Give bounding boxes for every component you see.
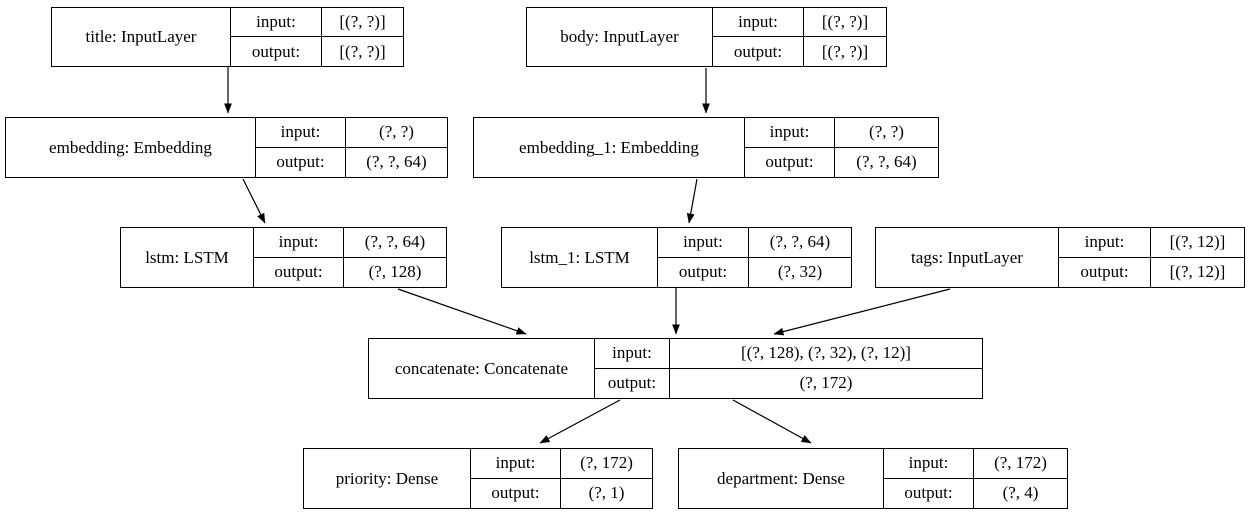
output-shape: (?, ?, 64) [856, 152, 917, 172]
input-label: input: [595, 339, 670, 369]
output-label: output: [713, 37, 804, 66]
output-shape: (?, 32) [777, 262, 823, 282]
input-shape: (?, 172) [561, 449, 652, 479]
input-label: input: [884, 449, 974, 479]
input-shape: [(?, 128), (?, 32), (?, 12)] [670, 339, 982, 369]
output-shape: (?, ?, 64) [366, 152, 427, 172]
layer-name: lstm_1: LSTM [502, 228, 658, 287]
output-label: output: [745, 147, 835, 177]
input-shape: [(?, ?)] [804, 8, 886, 37]
output-shape: (?, 128) [368, 262, 422, 282]
input-label: input: [713, 8, 804, 37]
output-label: output: [1059, 257, 1151, 287]
input-label: input: [745, 118, 835, 148]
layer-node-body: body: InputLayer input: [(?, ?)] output:… [526, 7, 887, 67]
input-label: input: [471, 449, 561, 479]
output-label: output: [471, 478, 561, 508]
input-label: input: [256, 118, 346, 148]
layer-node-title: title: InputLayer input: [(?, ?)] output… [51, 7, 404, 67]
output-shape: (?, 172) [799, 373, 853, 393]
layer-name: tags: InputLayer [876, 228, 1059, 287]
input-shape: (?, ?, 64) [749, 228, 851, 258]
output-label: output: [658, 257, 749, 287]
layer-node-concatenate: concatenate: Concatenate input: [(?, 128… [368, 338, 983, 399]
input-shape: (?, ?) [346, 118, 447, 148]
edge-embedding-lstm [242, 178, 266, 224]
output-shape: (?, 4) [1002, 483, 1039, 503]
output-shape: [(?, 12)] [1169, 262, 1226, 282]
edge-embedding_1-lstm_1 [686, 178, 698, 224]
output-label: output: [595, 368, 670, 398]
output-label: output: [254, 257, 344, 287]
layer-node-embedding_1: embedding_1: Embedding input: (?, ?) out… [473, 117, 939, 178]
output-label: output: [231, 37, 322, 66]
input-shape: [(?, 12)] [1151, 228, 1244, 258]
layer-name: concatenate: Concatenate [369, 339, 595, 398]
layer-node-tags: tags: InputLayer input: [(?, 12)] output… [875, 227, 1245, 288]
layer-name: body: InputLayer [527, 8, 713, 66]
input-label: input: [658, 228, 749, 258]
layer-node-lstm: lstm: LSTM input: (?, ?, 64) output: (?,… [120, 227, 447, 288]
layer-node-embedding: embedding: Embedding input: (?, ?) outpu… [5, 117, 448, 178]
output-shape: (?, 1) [588, 483, 625, 503]
edge-concatenate-department [732, 399, 812, 444]
input-label: input: [254, 228, 344, 258]
output-label: output: [256, 147, 346, 177]
layer-name: lstm: LSTM [121, 228, 254, 287]
input-label: input: [231, 8, 322, 37]
layer-name: department: Dense [679, 449, 884, 508]
layer-name: priority: Dense [304, 449, 471, 508]
layer-name: title: InputLayer [52, 8, 231, 66]
layer-name: embedding: Embedding [6, 118, 256, 177]
input-shape: (?, ?, 64) [344, 228, 446, 258]
input-label: input: [1059, 228, 1151, 258]
layer-node-priority: priority: Dense input: (?, 172) output: … [303, 448, 653, 509]
edge-concatenate-priority [539, 399, 621, 444]
input-shape: (?, 172) [974, 449, 1067, 479]
input-shape: (?, ?) [835, 118, 938, 148]
layer-node-lstm_1: lstm_1: LSTM input: (?, ?, 64) output: (… [501, 227, 852, 288]
output-label: output: [884, 478, 974, 508]
edge-tags-concatenate [773, 288, 951, 336]
edge-lstm-concatenate [397, 288, 527, 335]
output-shape: [(?, ?)] [339, 41, 386, 61]
input-shape: [(?, ?)] [322, 8, 403, 37]
output-shape: [(?, ?)] [821, 41, 869, 61]
layer-node-department: department: Dense input: (?, 172) output… [678, 448, 1068, 509]
layer-name: embedding_1: Embedding [474, 118, 745, 177]
